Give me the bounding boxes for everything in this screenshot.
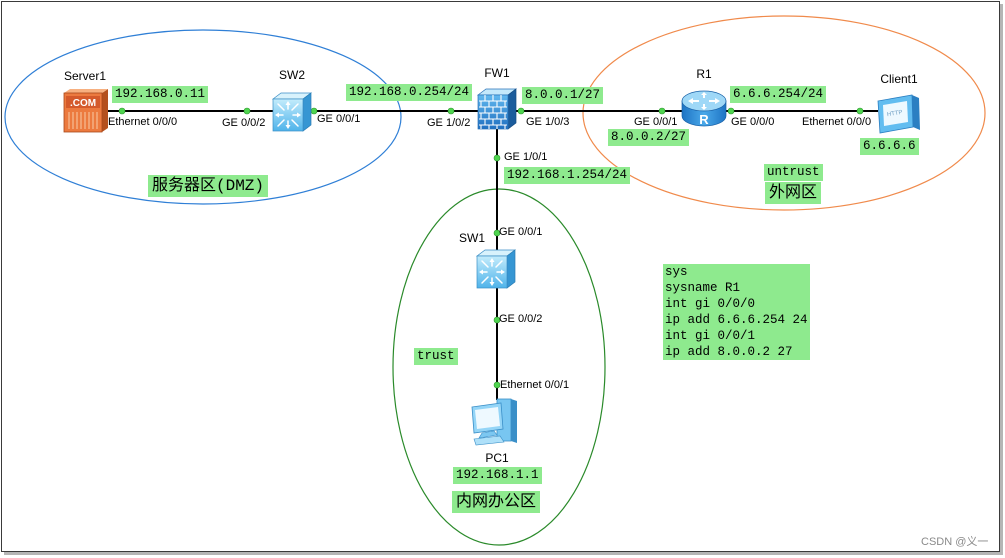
- pc-icon[interactable]: [471, 398, 517, 446]
- client-icon[interactable]: HTTP: [877, 94, 920, 134]
- sw2-port-right-label: GE 0/0/1: [317, 113, 361, 125]
- pc-tower-side: [511, 399, 517, 443]
- pc1-ip-label: 192.168.1.1: [453, 467, 542, 484]
- config-line: int gi 0/0/1: [665, 329, 756, 343]
- trust-zone-label: 内网办公区: [452, 491, 541, 513]
- client-screen: [883, 101, 908, 126]
- fw1-port-left-label: GE 1/0/2: [427, 117, 471, 129]
- port-dot: [517, 107, 525, 115]
- client1-port-label: Ethernet 0/0/0: [802, 116, 872, 128]
- server-badge: [66, 96, 100, 108]
- watermark: CSDN @义一: [921, 536, 989, 548]
- port-dot: [447, 107, 455, 115]
- config-line: sysname R1: [665, 281, 741, 295]
- fw1-ip-right-label: 8.0.0.1/27: [522, 87, 604, 104]
- sw1-port-down-label: GE 0/0/2: [499, 313, 543, 325]
- port-dots: [118, 107, 864, 389]
- r1-label: R1: [696, 67, 712, 81]
- r1-ip-right-label: 6.6.6.254/24: [730, 86, 827, 103]
- client1-label: Client1: [880, 72, 918, 86]
- fw1-port-right-label: GE 1/0/3: [526, 116, 570, 128]
- server1-port-label: Ethernet 0/0/0: [108, 116, 178, 128]
- server-grille: [68, 112, 98, 129]
- sw2-label: SW2: [278, 68, 306, 82]
- r1-port-left-label: GE 0/0/1: [634, 116, 678, 128]
- firewall-bricks: [479, 95, 507, 129]
- server-badge-text: .COM: [70, 98, 96, 109]
- port-dot: [493, 154, 501, 162]
- dmz-zone-label: 服务器区(DMZ): [148, 175, 269, 197]
- port-dot: [493, 316, 501, 324]
- pc-stand: [478, 430, 498, 439]
- trust-zone-tag: trust: [414, 348, 458, 365]
- untrust-zone-label: 外网区: [765, 182, 822, 204]
- fw1-label: FW1: [484, 66, 510, 80]
- config-line: sys: [665, 265, 688, 279]
- sw1-port-up-label: GE 0/0/1: [499, 226, 543, 238]
- port-dot: [118, 107, 126, 115]
- pc1-port-label: Ethernet 0/0/1: [500, 379, 570, 391]
- router-letter: R: [699, 112, 709, 127]
- router-icon[interactable]: R: [681, 90, 727, 127]
- router-arrows: [688, 92, 720, 110]
- r1-config-note: sys sysname R1 int gi 0/0/0 ip add 6.6.6…: [663, 264, 810, 360]
- r1-ip-left-label: 8.0.0.2/27: [608, 129, 690, 146]
- untrust-zone-ellipse: [582, 15, 986, 211]
- switch-icon[interactable]: [272, 92, 312, 132]
- config-line: int gi 0/0/0: [665, 297, 756, 311]
- firewall-side-face: [507, 88, 517, 130]
- server1-ip-label: 192.168.0.11: [112, 86, 209, 103]
- r1-port-right-label: GE 0/0/0: [731, 116, 775, 128]
- fw1-ip-down-label: 192.168.1.254/24: [504, 167, 631, 184]
- client-screen-text: HTTP: [887, 110, 903, 118]
- config-line: ip add 8.0.0.2 27: [665, 345, 793, 359]
- config-line: ip add 6.6.6.254 24: [665, 313, 808, 327]
- dmz-zone-ellipse: [4, 29, 402, 205]
- client1-ip-label: 6.6.6.6: [860, 138, 919, 155]
- fw1-port-down-label: GE 1/0/1: [504, 151, 548, 163]
- port-dot: [658, 107, 666, 115]
- firewall-icon[interactable]: [476, 88, 518, 130]
- trust-zone-ellipse: [392, 188, 606, 546]
- pc1-label: PC1: [485, 451, 509, 465]
- port-dot: [493, 229, 501, 237]
- sw1-label: SW1: [458, 231, 486, 245]
- server-side-face: [102, 89, 108, 132]
- sw2-port-left-label: GE 0/0/2: [222, 117, 266, 129]
- fw1-ip-left-label: 192.168.0.254/24: [346, 84, 473, 101]
- server-icon[interactable]: .COM: [63, 89, 108, 133]
- server-top-face: [64, 89, 108, 93]
- port-dot: [243, 107, 251, 115]
- switch-icon[interactable]: [476, 249, 516, 289]
- client-side-face: [912, 95, 920, 130]
- port-dot: [493, 381, 501, 389]
- server1-label: Server1: [63, 69, 107, 83]
- port-dot: [856, 107, 864, 115]
- port-dot: [727, 107, 735, 115]
- pc-screen: [475, 407, 500, 429]
- untrust-zone-tag: untrust: [764, 164, 823, 181]
- pc-keyboard: [473, 435, 505, 446]
- router-top: [681, 90, 727, 112]
